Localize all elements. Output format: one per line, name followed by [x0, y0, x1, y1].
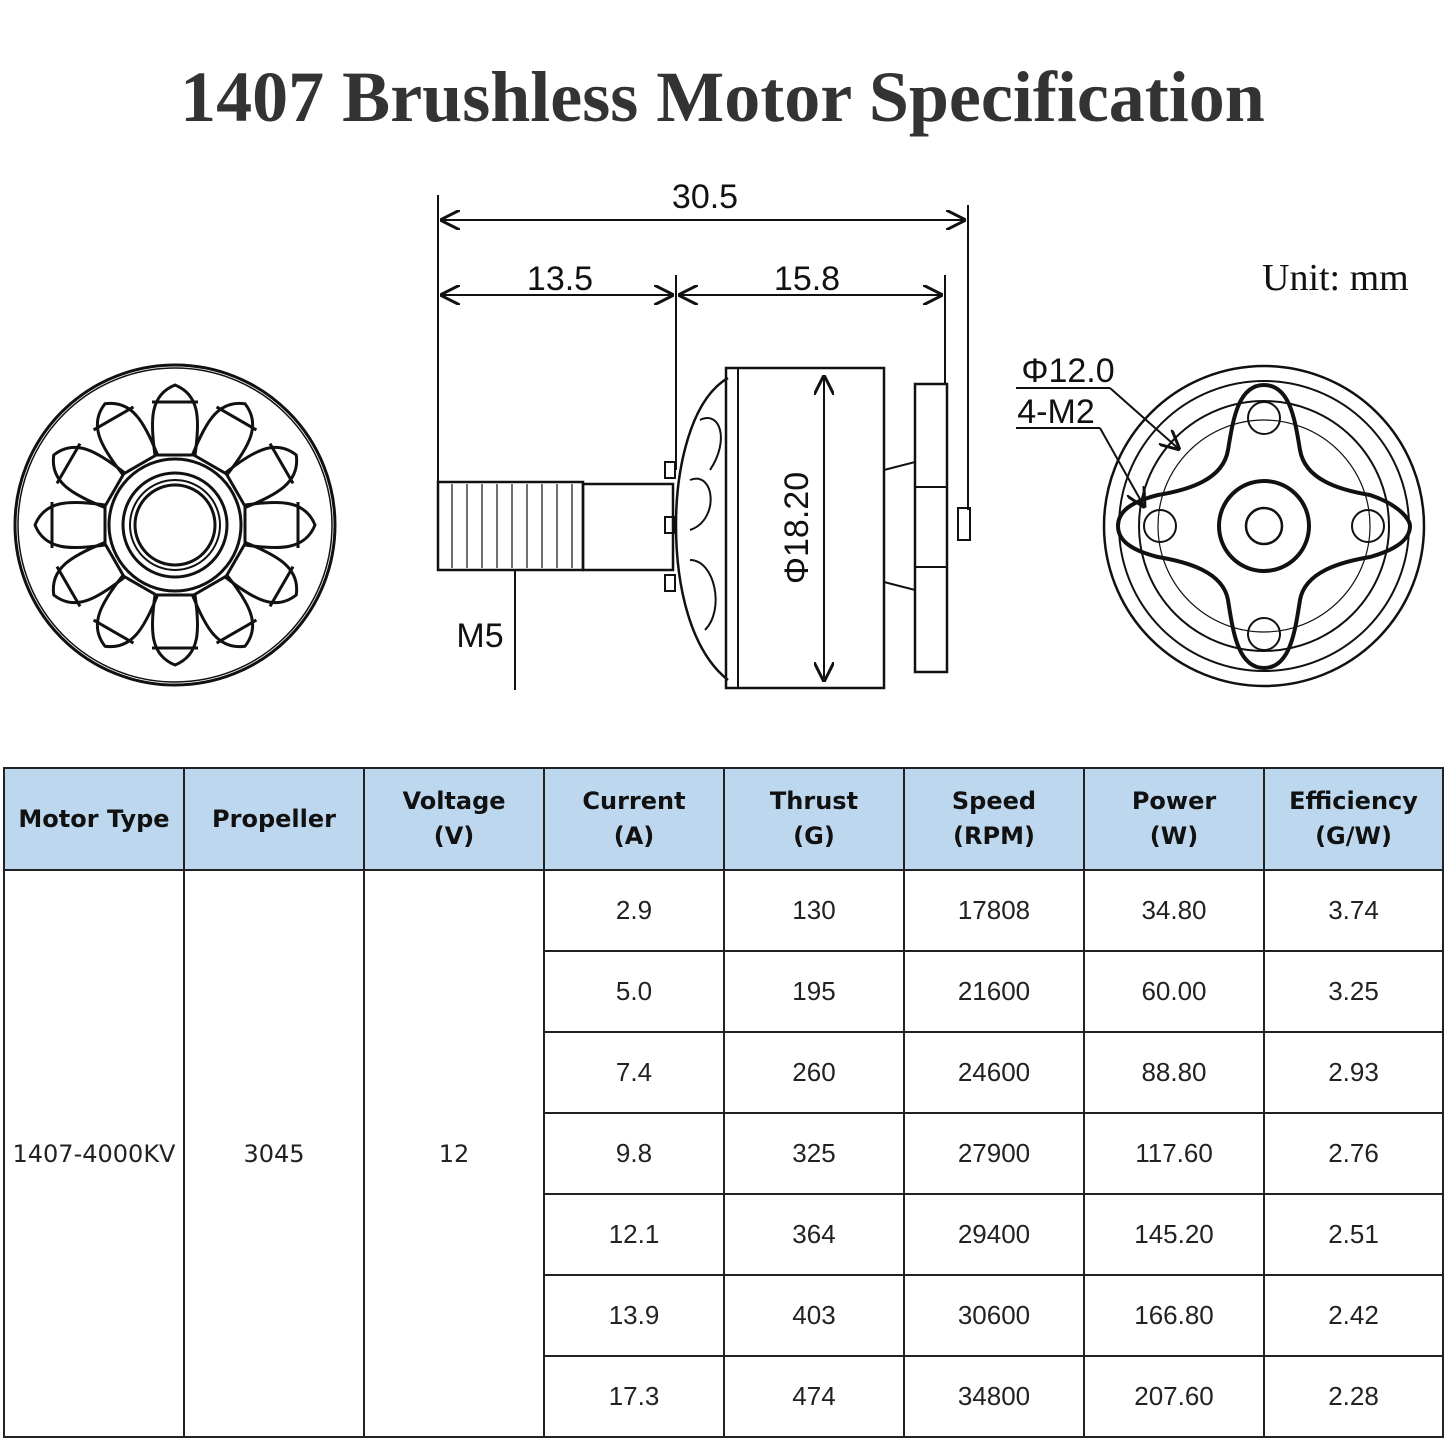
current-cell: 13.9 — [543, 1274, 725, 1357]
thrust-cell: 474 — [723, 1355, 905, 1438]
current-cell: 12.1 — [543, 1193, 725, 1276]
header-current: Current(A) — [543, 767, 725, 871]
table-row: 13.9 403 30600 166.80 2.42 — [4, 1274, 1444, 1357]
header-power: Power(W) — [1083, 767, 1265, 871]
motor-technical-drawing: 30.5 13.5 15.8 M5 Φ18.20 Φ12.0 4-M2 — [13, 178, 1426, 690]
table-row: 17.3 474 34800 207.60 2.28 — [4, 1355, 1444, 1438]
efficiency-cell: 2.28 — [1263, 1355, 1444, 1438]
efficiency-cell: 2.76 — [1263, 1112, 1444, 1195]
header-motor-type: Motor Type — [3, 767, 185, 871]
thrust-cell: 260 — [723, 1031, 905, 1114]
table-row: 9.8 325 27900 117.60 2.76 — [4, 1112, 1444, 1195]
speed-cell: 27900 — [903, 1112, 1085, 1195]
current-cell: 7.4 — [543, 1031, 725, 1114]
current-cell: 2.9 — [543, 869, 725, 952]
page-title: 1407 Brushless Motor Specification — [180, 57, 1265, 137]
efficiency-cell: 2.93 — [1263, 1031, 1444, 1114]
body-length-label: 15.8 — [774, 260, 840, 298]
speed-cell: 24600 — [903, 1031, 1085, 1114]
current-cell: 17.3 — [543, 1355, 725, 1438]
unit-label: Unit: mm — [1262, 257, 1409, 299]
motor-side-view-drawing — [436, 195, 971, 690]
body-diameter-label: Φ18.20 — [778, 472, 816, 584]
power-cell: 117.60 — [1083, 1112, 1265, 1195]
current-cell: 9.8 — [543, 1112, 725, 1195]
propeller-cell: 3045 — [183, 869, 365, 1438]
mount-circle-label: Φ12.0 — [1021, 352, 1114, 390]
speed-cell: 34800 — [903, 1355, 1085, 1438]
header-propeller: Propeller — [183, 767, 365, 871]
header-thrust: Thrust(G) — [723, 767, 905, 871]
header-voltage: Voltage(V) — [363, 767, 545, 871]
power-cell: 60.00 — [1083, 950, 1265, 1033]
efficiency-cell: 2.51 — [1263, 1193, 1444, 1276]
table-row: 1407-4000KV 3045 12 2.9 130 17808 34.80 … — [3, 869, 1444, 1438]
header-efficiency: Efficiency(G/W) — [1263, 767, 1444, 871]
speed-cell: 30600 — [903, 1274, 1085, 1357]
power-cell: 145.20 — [1083, 1193, 1265, 1276]
thrust-cell: 403 — [723, 1274, 905, 1357]
motor-bottom-view-drawing — [1016, 364, 1426, 688]
voltage-cell: 12 — [363, 869, 545, 1438]
table-row: 5.0 195 21600 60.00 3.25 — [4, 950, 1444, 1033]
current-cell: 5.0 — [543, 950, 725, 1033]
power-cell: 34.80 — [1083, 869, 1265, 952]
efficiency-cell: 2.42 — [1263, 1274, 1444, 1357]
motor-type-cell: 1407-4000KV — [3, 869, 185, 1438]
thrust-cell: 130 — [723, 869, 905, 952]
table-header-row: Motor Type Propeller Voltage(V) Current(… — [3, 767, 1444, 871]
power-cell: 207.60 — [1083, 1355, 1265, 1438]
shaft-length-label: 13.5 — [527, 260, 593, 298]
thrust-cell: 364 — [723, 1193, 905, 1276]
overall-length-label: 30.5 — [672, 178, 738, 216]
motor-front-view-drawing — [13, 363, 337, 687]
power-cell: 166.80 — [1083, 1274, 1265, 1357]
speed-cell: 21600 — [903, 950, 1085, 1033]
efficiency-cell: 3.74 — [1263, 869, 1444, 952]
thrust-cell: 195 — [723, 950, 905, 1033]
power-cell: 88.80 — [1083, 1031, 1265, 1114]
mount-holes-label: 4-M2 — [1017, 393, 1094, 431]
table-row: 7.4 260 24600 88.80 2.93 — [4, 1031, 1444, 1114]
speed-cell: 17808 — [903, 869, 1085, 952]
efficiency-cell: 3.25 — [1263, 950, 1444, 1033]
speed-cell: 29400 — [903, 1193, 1085, 1276]
table-row: 12.1 364 29400 145.20 2.51 — [4, 1193, 1444, 1276]
thrust-cell: 325 — [723, 1112, 905, 1195]
specification-table: Motor Type Propeller Voltage(V) Current(… — [3, 767, 1444, 1438]
header-speed: Speed(RPM) — [903, 767, 1085, 871]
shaft-thread-label: M5 — [456, 617, 503, 655]
